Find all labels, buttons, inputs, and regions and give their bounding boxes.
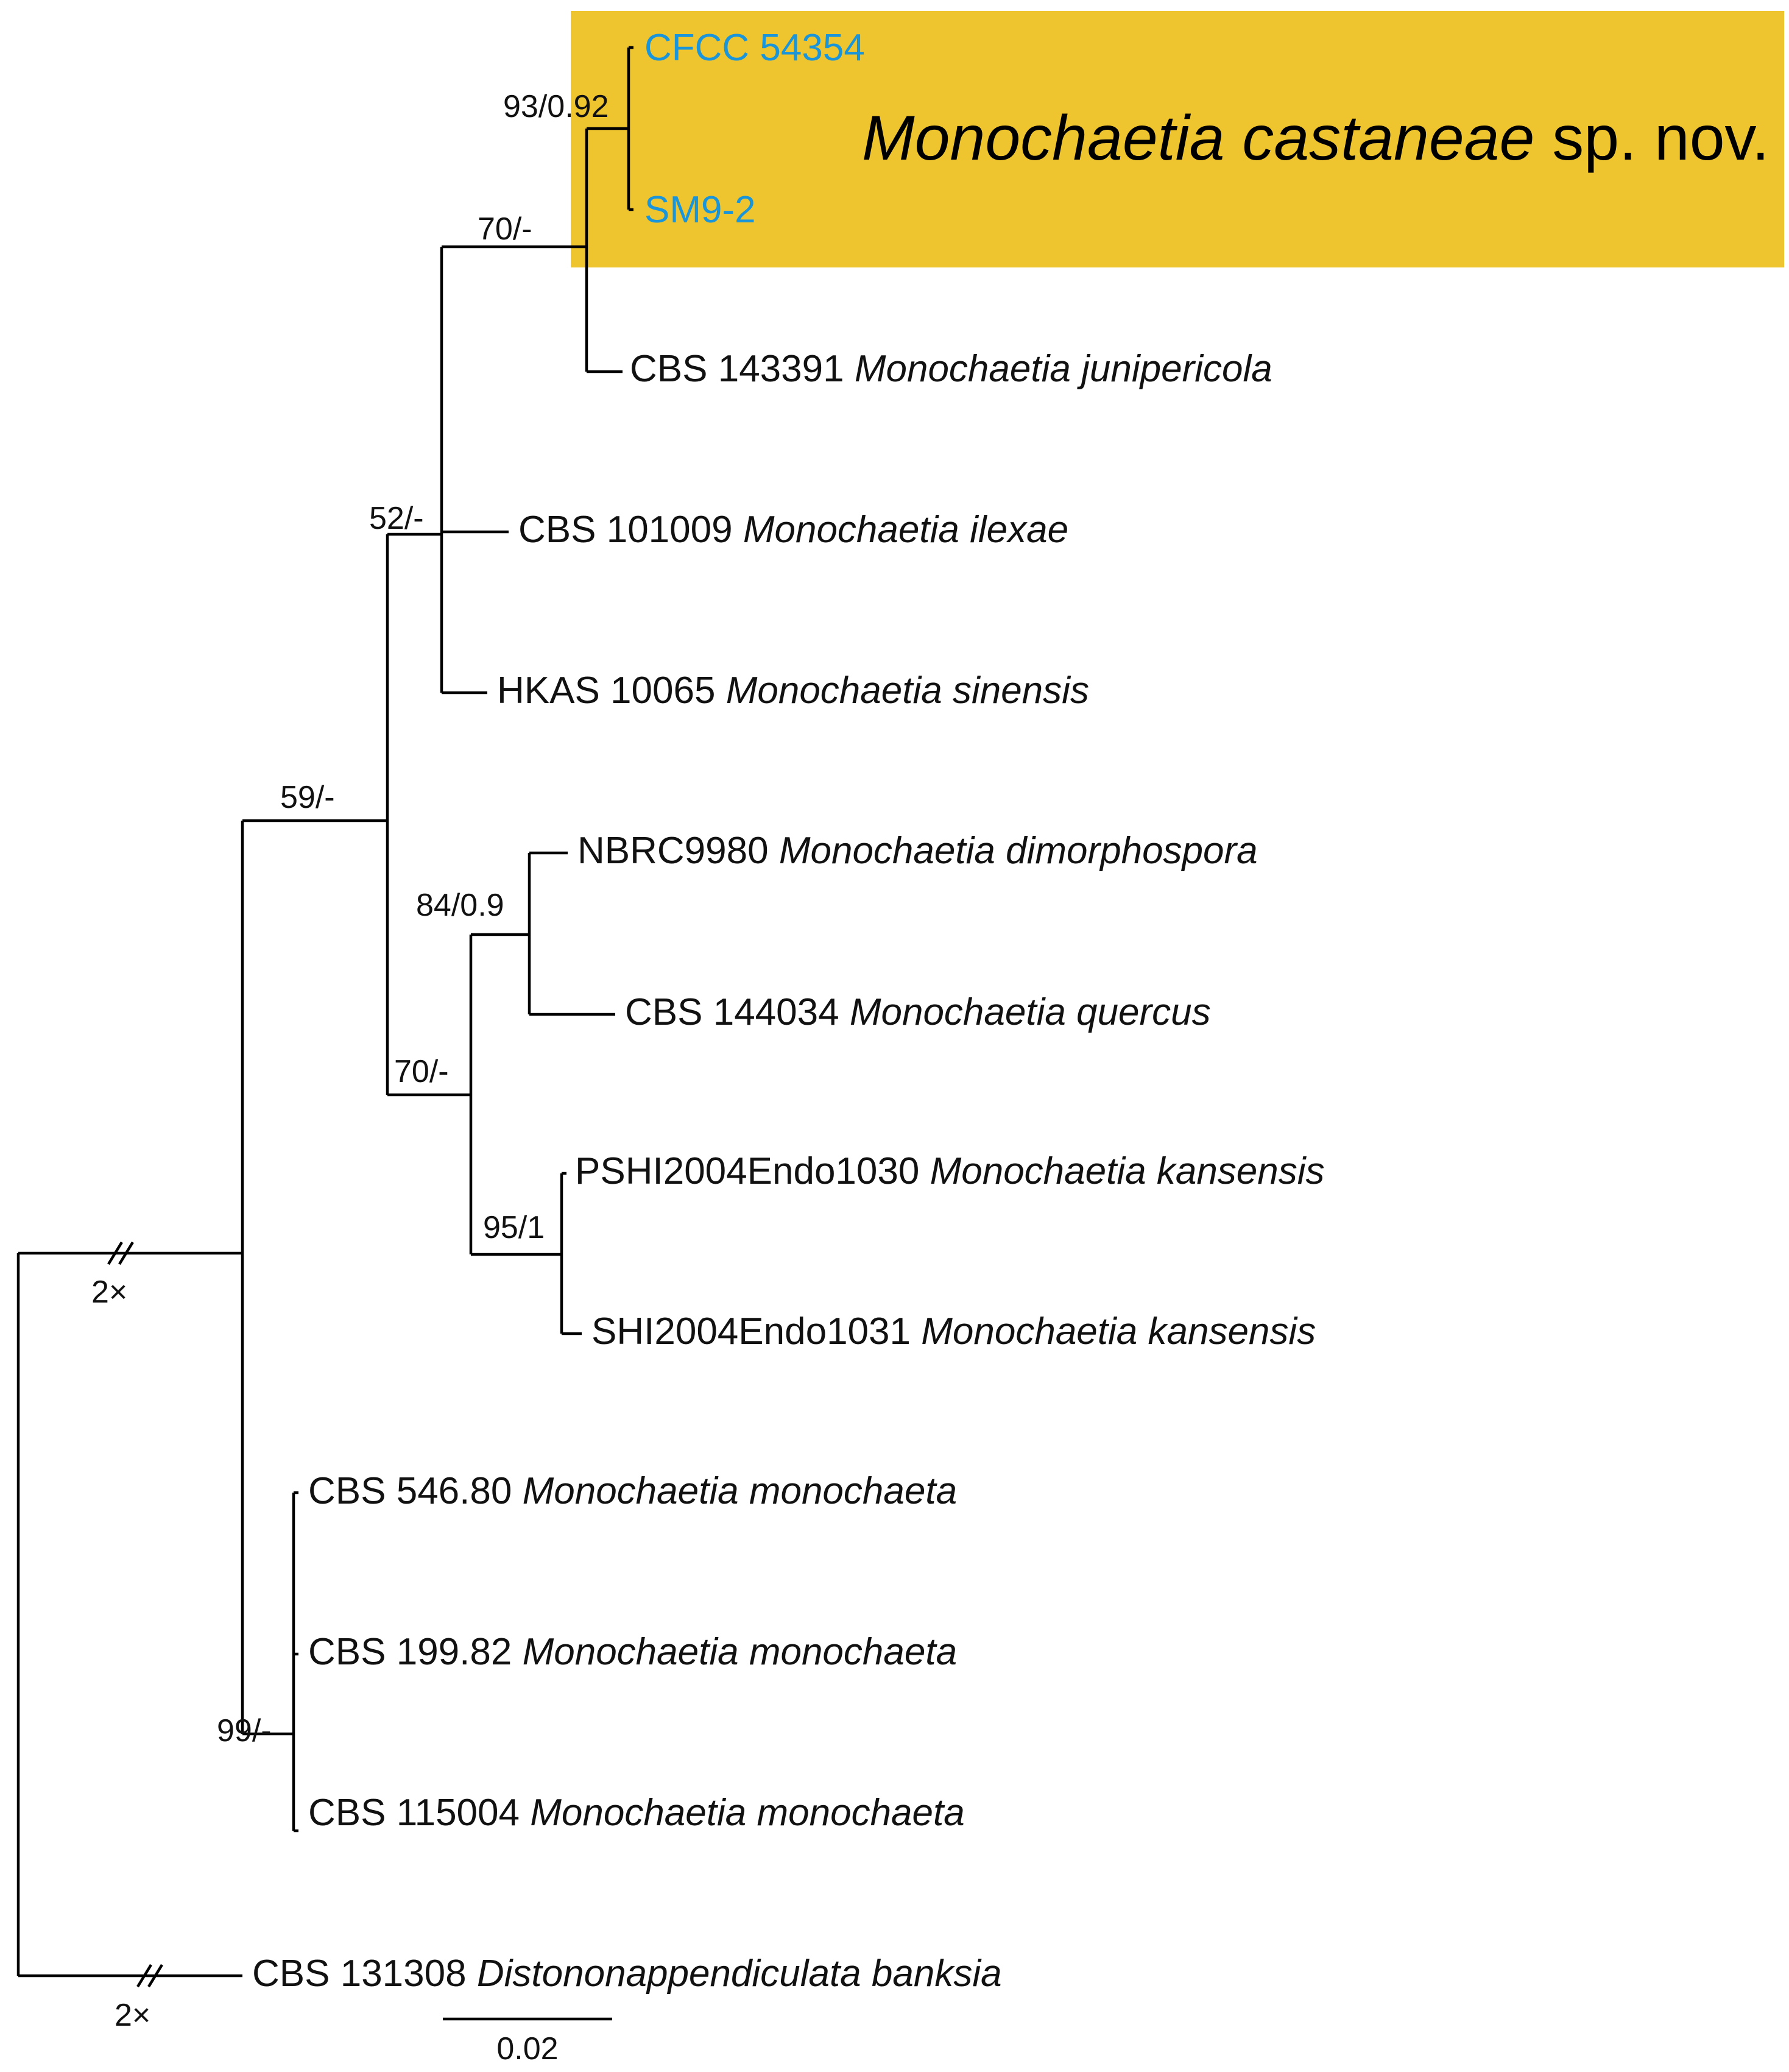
taxon-label-cfcc: CFCC 54354	[644, 27, 865, 69]
branch-break-label: 2×	[91, 1275, 127, 1310]
branch-break-label: 2×	[115, 1998, 150, 2033]
taxon-label: NBRC9980 Monochaetia dimorphospora	[577, 830, 1258, 872]
support-value: 70/-	[394, 1054, 449, 1089]
support-value: 70/-	[478, 211, 532, 247]
taxon-label: CBS 546.80 Monochaetia monochaeta	[308, 1470, 957, 1512]
support-value: 84/0.9	[416, 888, 504, 923]
tree-branches	[16, 46, 633, 1978]
support-value: 52/-	[369, 501, 424, 536]
taxon-label: SHI2004Endo1031 Monochaetia kansensis	[591, 1310, 1316, 1352]
branch-break-marker	[107, 1241, 134, 1265]
support-value: 99/-	[217, 1713, 272, 1748]
support-values: 93/0.92 70/- 52/- 59/- 84/0.9 70/- 95/1 …	[217, 89, 609, 1748]
taxon-labels: CFCC 54354 SM9-2 CBS 143391 Monochaetia …	[252, 27, 1325, 1995]
support-value: 93/0.92	[503, 89, 609, 124]
taxon-label: CBS 199.82 Monochaetia monochaeta	[308, 1631, 957, 1673]
taxon-label: CBS 143391 Monochaetia junipericola	[630, 348, 1272, 390]
branch-break-marker	[136, 1964, 163, 1988]
support-value: 95/1	[483, 1210, 545, 1245]
taxon-label: CBS 115004 Monochaetia monochaeta	[308, 1792, 965, 1834]
taxon-label: CBS 131308 Distononappendiculata banksia	[252, 1953, 1002, 1995]
new-species-highlight	[571, 11, 1784, 267]
new-species-label: Monochaetia castaneae sp. nov.	[862, 103, 1770, 174]
scale-bar-label: 0.02	[496, 2031, 558, 2067]
taxon-label: CBS 101009 Monochaetia ilexae	[518, 509, 1068, 551]
taxon-label: PSHI2004Endo1030 Monochaetia kansensis	[575, 1150, 1325, 1192]
support-value: 59/-	[280, 780, 335, 815]
taxon-label-sm9: SM9-2	[644, 189, 756, 231]
taxon-label: CBS 144034 Monochaetia quercus	[625, 991, 1211, 1033]
taxon-label: HKAS 10065 Monochaetia sinensis	[497, 670, 1089, 712]
